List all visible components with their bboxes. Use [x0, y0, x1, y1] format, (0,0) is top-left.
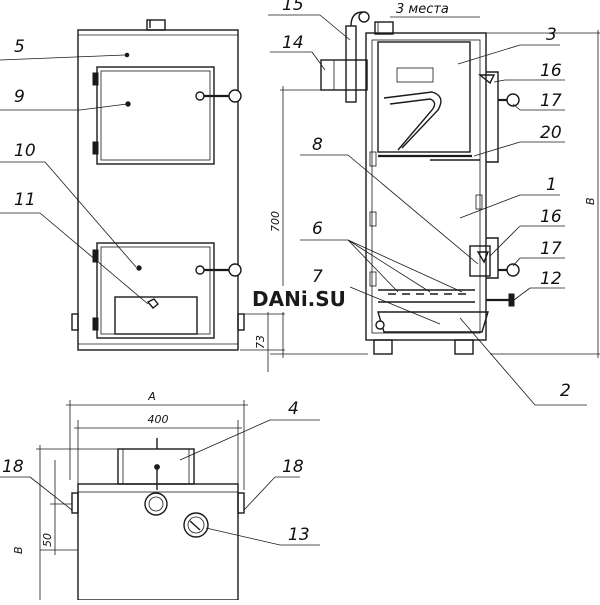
callout-17-upper: 17	[540, 91, 562, 111]
callout-18-right: 18	[282, 457, 304, 477]
callout-20: 20	[540, 123, 562, 143]
callout-6: 6	[312, 219, 323, 239]
front-view: 73	[71, 19, 285, 372]
watermark-text: DANi.SU	[252, 287, 346, 311]
callout-16-lower: 16	[540, 207, 562, 227]
callout-8: 8	[312, 135, 323, 155]
callout-1: 1	[546, 175, 557, 195]
side-leaders	[268, 14, 587, 406]
callout-2: 2	[560, 381, 571, 401]
callout-9: 9	[14, 87, 25, 107]
watermark-backdrop	[250, 286, 350, 312]
callout-5: 5	[14, 37, 25, 57]
top-view: A 400 50 B	[12, 390, 248, 601]
callout-12: 12	[540, 269, 562, 289]
callout-3: 3	[546, 25, 557, 45]
callout-14: 14	[282, 33, 304, 53]
callout-16-upper: 16	[540, 61, 562, 81]
callout-4: 4	[288, 399, 299, 419]
dimension-50: 50	[41, 533, 54, 547]
dimension-a: A	[147, 390, 156, 403]
callout-7: 7	[312, 267, 323, 287]
callout-labels: 5 9 10 11 15 14 3 16 17 20 8 1 6 16 17 7…	[2, 0, 571, 545]
dimension-b-side: B	[584, 197, 597, 205]
dimension-400: 400	[148, 413, 169, 426]
dimension-b-top: B	[12, 546, 25, 554]
callout-11: 11	[14, 190, 36, 210]
top-leaders	[0, 419, 320, 546]
front-leaders	[0, 52, 149, 305]
callout-17-lower: 17	[540, 239, 562, 259]
callout-10: 10	[14, 141, 36, 161]
note-3-places: 3 места	[396, 2, 449, 17]
dimension-73: 73	[254, 335, 267, 349]
dimension-700: 700	[269, 211, 282, 232]
callout-15: 15	[282, 0, 304, 15]
callout-13: 13	[288, 525, 310, 545]
side-view: 700 B	[269, 11, 600, 358]
callout-18-left: 18	[2, 457, 24, 477]
